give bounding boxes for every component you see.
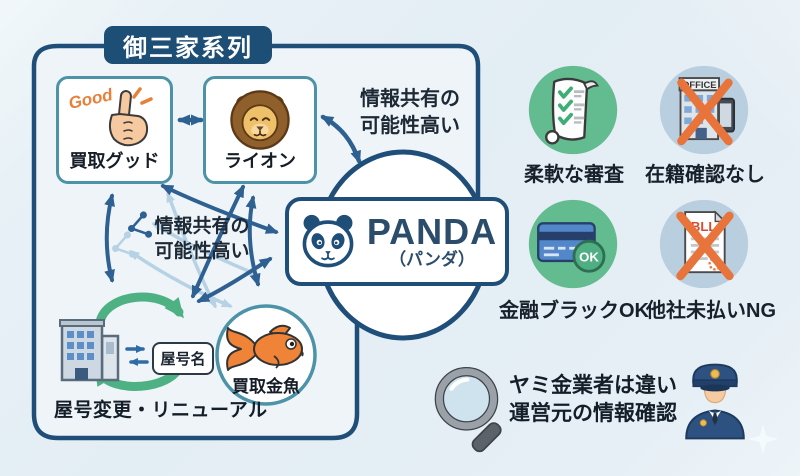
group-box-border — [31, 43, 481, 441]
panda-title-group: PANDA （パンダ） — [359, 211, 505, 270]
checklist-scroll-icon — [526, 63, 620, 157]
good-text: Good — [66, 85, 114, 113]
card-lion: ライオン — [203, 76, 317, 184]
warning-line: ヤミ金業者は違い — [509, 374, 677, 397]
share-icon — [127, 211, 153, 238]
note-line: 情報共有の — [154, 216, 250, 237]
feature-label-no-employment-check: 在籍確認なし — [645, 164, 765, 186]
police-officer-icon — [680, 348, 750, 448]
office-building-crossed-icon: OFFICE — [657, 63, 751, 157]
feature-label-flexible-screening: 柔軟な審査 — [524, 164, 624, 186]
magnifier-icon — [428, 362, 520, 454]
panda-box: PANDA （パンダ） — [285, 197, 509, 286]
goldfish-icon — [226, 324, 304, 371]
card-kaitori-good: Good 買取グッド — [56, 76, 173, 184]
info-share-note-mid: 情報共有の 可能性高い — [146, 214, 258, 264]
card-lion-label: ライオン — [224, 151, 296, 171]
card-kingyo-label: 買取金魚 — [232, 377, 300, 396]
ok-badge-text: OK — [579, 249, 599, 264]
warning-line: 運営元の情報確認 — [509, 402, 677, 425]
swap-arrows — [125, 345, 149, 366]
note-line: 可能性高い — [154, 241, 250, 262]
bill-crossed-icon: BLL — [657, 197, 751, 291]
note-line: 情報共有の — [360, 88, 460, 110]
note-line: 可能性高い — [360, 115, 460, 137]
panda-kana: （パンダ） — [389, 250, 475, 269]
group-badge: 御三家系列 — [104, 26, 272, 64]
trade-name-box: 屋号名 — [152, 342, 214, 375]
panda-name: PANDA — [366, 211, 498, 252]
warning-text: ヤミ金業者は違い 運営元の情報確認 — [500, 372, 686, 428]
feature-label-unpaid-ng: 他社未払いNG — [646, 300, 776, 322]
trade-name-label: 屋号名 — [160, 351, 206, 368]
sparkle-icon — [748, 424, 778, 454]
good-hand-icon: Good — [59, 85, 170, 151]
group-badge-label: 御三家系列 — [123, 34, 253, 62]
lion-icon — [206, 85, 314, 155]
cross-mark — [677, 78, 733, 146]
panda-icon — [299, 213, 357, 271]
office-sign-text: OFFICE — [682, 79, 716, 90]
credit-card-ok-icon: OK — [526, 197, 620, 291]
building-icon — [59, 319, 120, 382]
info-share-note-top: 情報共有の 可能性高い — [350, 86, 470, 140]
renewal-caption: 屋号変更・リニューアル — [54, 400, 268, 421]
info-share-arrows — [104, 114, 362, 303]
